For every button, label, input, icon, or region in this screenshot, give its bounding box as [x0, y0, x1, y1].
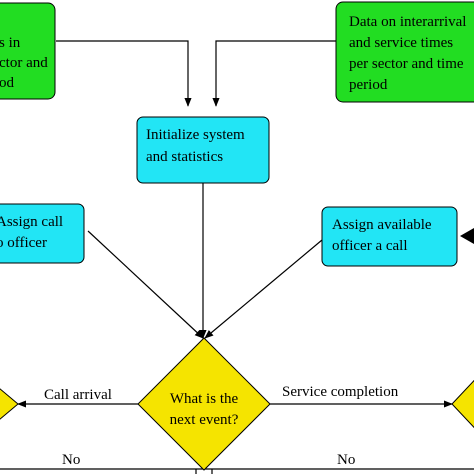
call-arrival-decision [0, 388, 19, 420]
service-completion-decision [451, 379, 474, 429]
initialize-box-line-1: Initialize system [146, 127, 245, 143]
edges [0, 40, 474, 474]
assign-officer-box-line-1: Assign available [332, 217, 432, 233]
edge-assign-officer-to-decision [204, 239, 323, 339]
data-box-left-line-1: s in [0, 35, 21, 51]
label-call-arrival: Call arrival [44, 387, 112, 403]
edge-data-right-to-initialize [212, 40, 336, 107]
arrowhead-into-assign-officer [460, 228, 474, 244]
label-no-right: No [337, 452, 355, 468]
assign-call-box-line-2: o officer [0, 235, 47, 251]
initialize-box-line-2: and statistics [146, 149, 223, 165]
data-box-left-line-3: od [0, 75, 15, 91]
assign-officer-box-line-2: officer a call [332, 238, 408, 254]
decision-line-1: What is the [170, 391, 239, 407]
data-box-right-line-1: Data on interarrival [349, 14, 466, 30]
label-no-left: No [62, 452, 80, 468]
data-box-right-line-3: per sector and time [349, 56, 464, 72]
data-box-left: s in ctor and od [0, 2, 56, 100]
assign-call-box: Assign call o officer [0, 203, 85, 264]
decision-line-2: next event? [170, 412, 239, 428]
assign-call-box-line-1: Assign call [0, 214, 63, 230]
data-box-left-line-2: ctor and [0, 55, 48, 71]
label-service-completion: Service completion [282, 384, 399, 400]
data-box-right-line-4: period [349, 77, 388, 93]
data-box-right-line-2: and service times [349, 35, 453, 51]
next-event-decision: What is the next event? [137, 337, 271, 471]
edge-data-left-to-initialize [56, 40, 192, 107]
assign-officer-box: Assign available officer a call [321, 206, 458, 267]
data-box-right: Data on interarrival and service times p… [335, 1, 474, 103]
initialize-box: Initialize system and statistics [136, 116, 270, 184]
edge-assign-call-to-decision [87, 230, 204, 339]
